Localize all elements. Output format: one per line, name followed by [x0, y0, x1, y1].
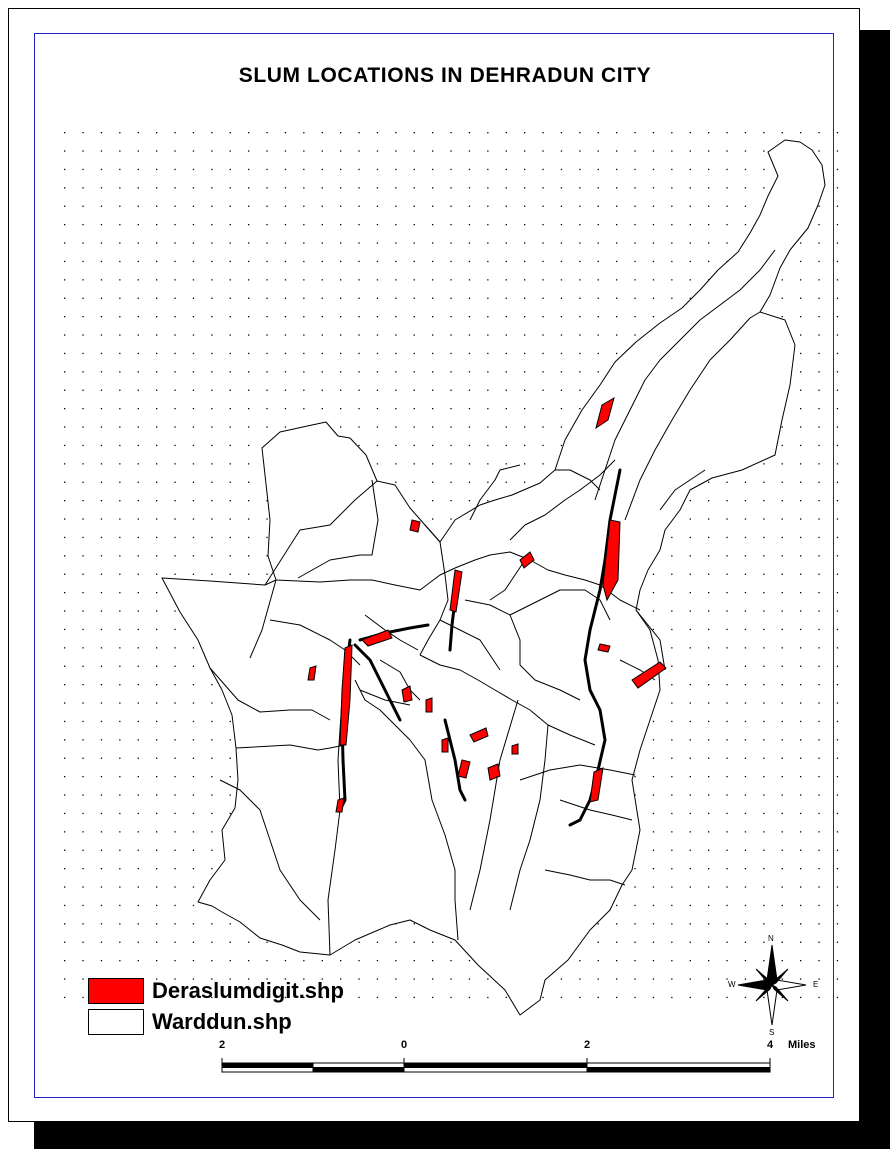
city-boundary[interactable] — [161, 139, 826, 1016]
slum-polygon[interactable] — [511, 743, 519, 755]
ward-line-24[interactable] — [624, 311, 761, 521]
slum-polygon[interactable] — [307, 665, 317, 681]
compass-w-label: W — [728, 980, 736, 989]
ward-line-11[interactable] — [419, 654, 596, 746]
slum-polygon[interactable] — [339, 644, 353, 746]
slum-polygon[interactable] — [449, 569, 463, 613]
ward-boundaries-layer[interactable] — [161, 139, 826, 1016]
scale-label-4: 4 — [766, 1039, 774, 1051]
ward-line-19[interactable] — [519, 764, 636, 781]
slum-polygon[interactable] — [441, 737, 449, 753]
ward-line-25[interactable] — [659, 469, 706, 511]
ward-line-7[interactable] — [209, 667, 331, 721]
compass-s-label: S — [769, 1028, 775, 1037]
slum-polygon[interactable] — [631, 661, 667, 689]
map-title: SLUM LOCATIONS IN DEHRADUN CITY — [238, 64, 652, 87]
slum-polygon[interactable] — [425, 697, 433, 713]
compass-rose-icon — [737, 944, 807, 1026]
slum-polygon[interactable] — [595, 396, 615, 430]
slum-layer[interactable] — [307, 396, 667, 813]
ward-line-4[interactable] — [264, 480, 378, 586]
slum-polygon[interactable] — [519, 551, 535, 569]
scale-label-2-left: 2 — [218, 1039, 226, 1051]
legend-label: Warddun.shp — [152, 1009, 292, 1034]
ward-line-34[interactable] — [635, 609, 666, 671]
ward-line-29[interactable] — [379, 659, 421, 701]
ward-line-22[interactable] — [555, 469, 601, 491]
ward-line-18[interactable] — [559, 799, 633, 821]
legend-swatch-white — [88, 1009, 144, 1035]
slum-polygon[interactable] — [361, 629, 393, 647]
ward-line-3[interactable] — [297, 479, 379, 579]
legend-swatch-red — [88, 978, 144, 1004]
ward-line-1[interactable] — [249, 579, 277, 659]
ward-line-8[interactable] — [235, 744, 346, 751]
ward-line-31[interactable] — [489, 559, 526, 601]
slum-polygon[interactable] — [469, 727, 489, 743]
slum-polygon[interactable] — [487, 763, 501, 781]
ward-line-15[interactable] — [469, 699, 519, 911]
compass-n-label: N — [768, 934, 774, 943]
ward-line-2[interactable] — [275, 567, 456, 591]
ward-line-33[interactable] — [219, 779, 321, 921]
scale-label-2-right: 2 — [583, 1039, 591, 1051]
ward-line-20[interactable] — [509, 459, 616, 541]
ward-line-17[interactable] — [544, 869, 626, 886]
ward-line-28[interactable] — [364, 614, 419, 651]
scale-unit-label: Miles — [788, 1039, 816, 1051]
slum-polygon[interactable] — [335, 797, 345, 813]
map-frame — [34, 33, 834, 1098]
slum-polygon[interactable] — [602, 519, 621, 602]
slum-polygon[interactable] — [597, 643, 611, 653]
slum-polygon[interactable] — [589, 767, 604, 803]
ward-line-16[interactable] — [509, 724, 549, 911]
ward-line-32[interactable] — [359, 689, 411, 706]
ward-line-5[interactable] — [419, 524, 449, 656]
slum-polygon[interactable] — [401, 685, 413, 703]
scale-bar — [221, 1058, 771, 1073]
ward-line-14[interactable] — [509, 589, 611, 621]
ward-line-10[interactable] — [354, 679, 459, 941]
slum-polygon[interactable] — [457, 759, 471, 779]
compass-e-label: E — [813, 980, 819, 989]
ward-line-21[interactable] — [469, 464, 521, 521]
ward-line-13[interactable] — [464, 599, 581, 701]
ward-line-23[interactable] — [594, 249, 776, 501]
legend-label: Deraslumdigit.shp — [152, 978, 344, 1003]
slum-polygon[interactable] — [409, 519, 421, 533]
scale-label-0: 0 — [400, 1039, 408, 1051]
